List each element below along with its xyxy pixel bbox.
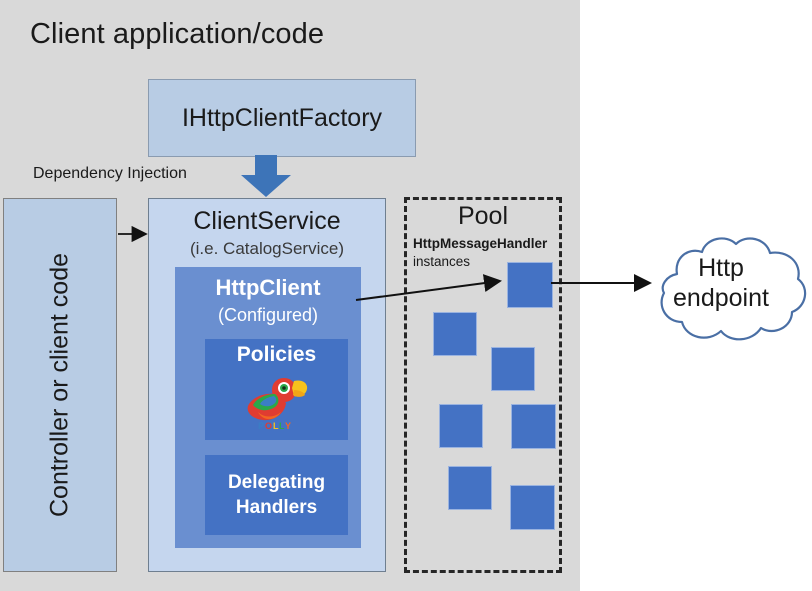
- client-application-panel: Client application/code IHttpClientFacto…: [0, 0, 580, 591]
- clientservice-title: ClientService: [193, 207, 341, 235]
- svg-text:L: L: [279, 421, 285, 430]
- policies-box[interactable]: Policies: [205, 339, 348, 440]
- pool-title: Pool: [457, 202, 509, 230]
- diagram-title: Client application/code: [30, 18, 325, 50]
- http-endpoint-cloud[interactable]: Http endpoint: [630, 228, 812, 354]
- handler-instance-6: [448, 466, 492, 510]
- delegating-handlers-line1: Delegating: [227, 471, 326, 493]
- polly-parrot-logo-icon: P O L L Y: [247, 378, 307, 430]
- svg-text:P: P: [258, 421, 264, 430]
- policies-label: Policies: [236, 343, 317, 366]
- delegating-handlers-line2: Handlers: [235, 497, 318, 518]
- svg-text:Y: Y: [285, 421, 291, 430]
- handler-instance-7: [510, 485, 555, 530]
- ihttpclientfactory-box[interactable]: IHttpClientFactory: [148, 79, 416, 157]
- delegating-handlers-box[interactable]: Delegating Handlers: [205, 455, 348, 535]
- cloud-shape-icon: [660, 237, 807, 341]
- handler-instance-1: [507, 262, 553, 308]
- http-endpoint-line2: endpoint: [673, 283, 769, 312]
- handler-instance-4: [439, 404, 483, 448]
- svg-text:L: L: [273, 421, 279, 430]
- handler-instance-2: [433, 312, 477, 356]
- clientservice-subtitle: (i.e. CatalogService): [189, 239, 344, 258]
- handler-instance-3: [491, 347, 535, 391]
- pool-subtitle-plain: instances: [413, 254, 471, 269]
- handler-instance-5: [511, 404, 556, 449]
- ihttpclientfactory-label: IHttpClientFactory: [181, 103, 383, 132]
- httpclient-title: HttpClient: [215, 275, 321, 300]
- pool-box: Pool HttpMessageHandler instances: [404, 197, 562, 573]
- controller-label: Controller or client code: [45, 252, 74, 518]
- clientservice-box[interactable]: ClientService (i.e. CatalogService) Http…: [148, 198, 386, 572]
- svg-text:O: O: [265, 421, 272, 430]
- http-endpoint-label: Http endpoint: [630, 254, 812, 313]
- httpclient-subtitle: (Configured): [217, 305, 319, 325]
- pool-subtitle-bold: HttpMessageHandler: [413, 236, 548, 251]
- dependency-injection-label: Dependency Injection: [33, 165, 187, 182]
- httpclient-box[interactable]: HttpClient (Configured) Policies: [175, 267, 361, 548]
- arrow-down-icon: [241, 155, 291, 197]
- controller-or-client-code-box[interactable]: Controller or client code: [3, 198, 117, 572]
- http-endpoint-line1: Http: [698, 254, 744, 282]
